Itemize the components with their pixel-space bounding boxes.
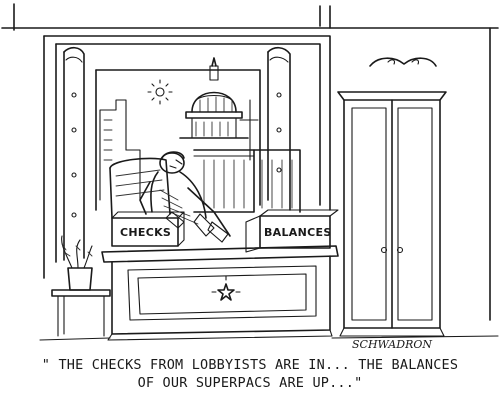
caption-line-2: OF OUR SUPERPACS ARE UP..." <box>137 375 363 391</box>
side-table-with-plant <box>51 235 111 337</box>
desk <box>101 245 339 341</box>
checks-box-label: CHECKS <box>120 226 171 239</box>
balances-box-label: BALANCES <box>264 226 332 239</box>
artist-signature: SCHWADRON <box>352 338 432 351</box>
checks-box: CHECKS <box>111 211 185 247</box>
desk-emblem-icon <box>217 283 235 301</box>
wardrobe-right-knob-icon <box>396 246 404 254</box>
balances-box: BALANCES <box>245 209 339 253</box>
sun-icon <box>147 79 173 105</box>
floor <box>39 335 499 341</box>
capitol-dome-icon <box>179 57 301 213</box>
caption-line-1: " THE CHECKS FROM LOBBYISTS ARE IN... TH… <box>41 357 459 373</box>
wardrobe-left-knob-icon <box>380 246 388 254</box>
wardrobe-cabinet <box>337 57 447 337</box>
office-chair <box>109 157 171 219</box>
window-frame <box>43 35 331 279</box>
room-walls <box>1 3 499 321</box>
